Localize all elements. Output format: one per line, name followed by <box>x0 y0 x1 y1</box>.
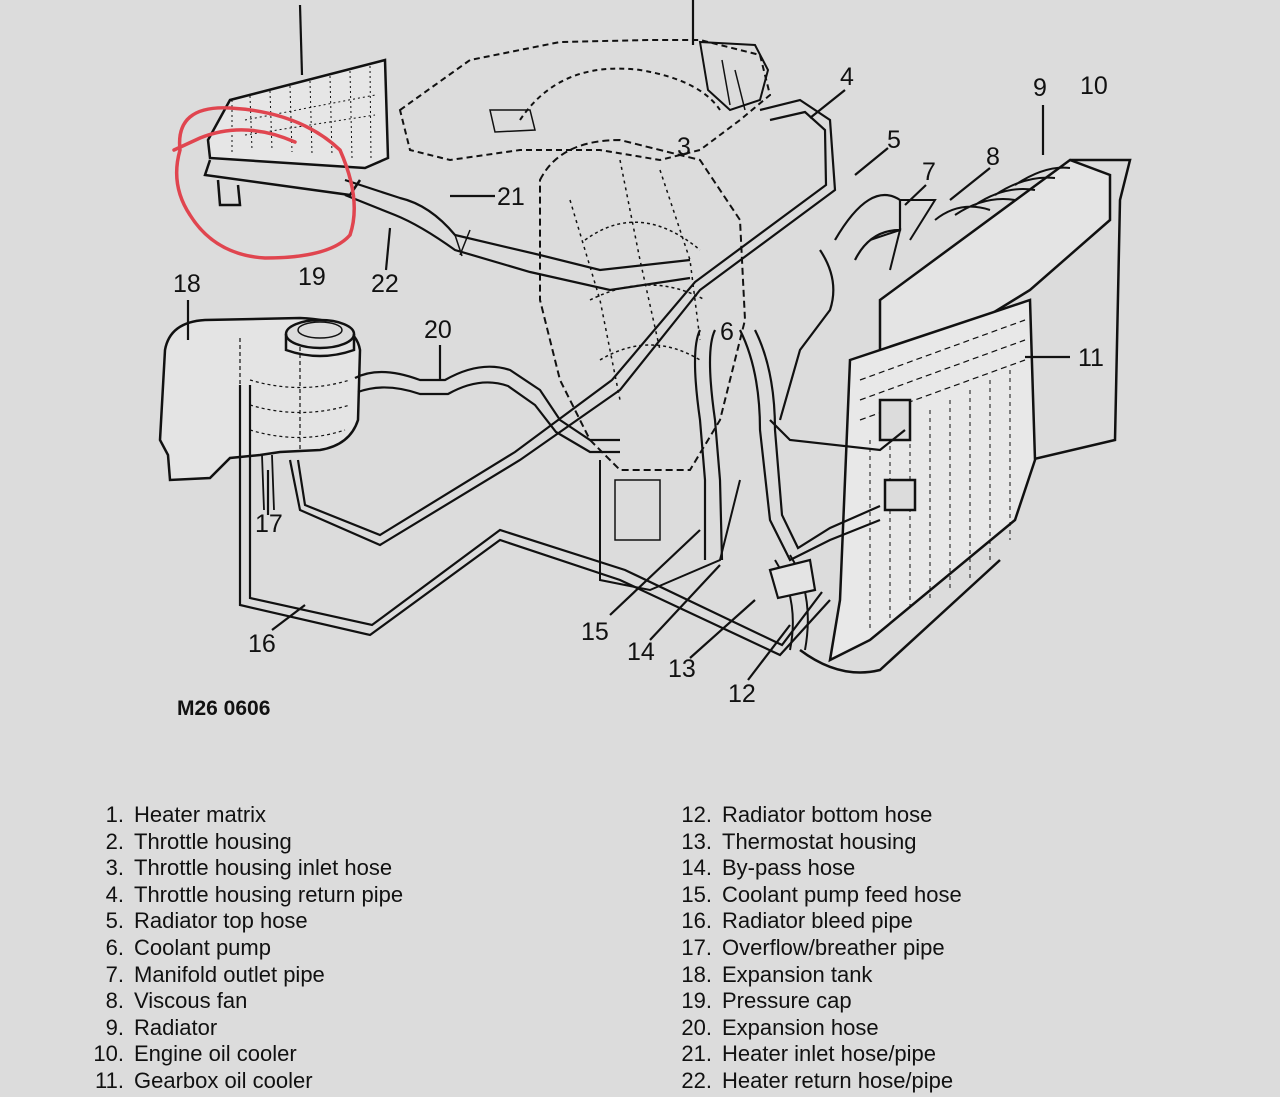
legend-item: 8. Viscous fan <box>90 988 403 1015</box>
legend-item-number: 10. <box>93 1041 124 1067</box>
legend-item-number: 18. <box>681 961 712 987</box>
legend-item: 2. Throttle housing <box>90 829 403 856</box>
legend-item-label: Viscous fan <box>134 988 248 1014</box>
legend-item-label: Heater return hose/pipe <box>722 1067 954 1093</box>
legend-item-number: 4. <box>105 881 124 907</box>
legend-item-label: Radiator bleed pipe <box>722 908 913 934</box>
legend-item-number: 16. <box>681 908 712 934</box>
legend-item-label: By-pass hose <box>722 855 856 881</box>
callout-3: 3 <box>677 133 691 161</box>
legend-item-label: Throttle housing <box>134 828 292 854</box>
legend-item-label: Heater inlet hose/pipe <box>722 1041 937 1067</box>
legend-item: 14. By-pass hose <box>676 855 962 882</box>
legend-item-number: 5. <box>105 908 124 934</box>
legend-item: 10. Engine oil cooler <box>90 1041 403 1068</box>
legend-right-column: 12. Radiator bottom hose 13. Thermostat hou… <box>676 802 962 1095</box>
legend-item-label: Overflow/breather pipe <box>722 934 945 960</box>
legend-item-number: 8. <box>105 988 124 1014</box>
callout-6: 6 <box>720 318 734 346</box>
legend-item: 20. Expansion hose <box>676 1015 962 1042</box>
legend-item-label: Throttle housing inlet hose <box>134 855 393 881</box>
legend-item-label: Thermostat housing <box>722 828 917 854</box>
legend-item-number: 21. <box>681 1041 712 1067</box>
legend-item-label: Radiator <box>134 1014 218 1040</box>
radiator-drawing <box>799 158 1132 674</box>
callout-15: 15 <box>581 618 609 646</box>
callout-18: 18 <box>173 270 201 298</box>
legend-item-number: 6. <box>105 934 124 960</box>
legend-item: 16. Radiator bleed pipe <box>676 908 962 935</box>
legend-item-number: 15. <box>681 881 712 907</box>
legend-item-label: Expansion hose <box>722 1014 879 1040</box>
callout-12: 12 <box>728 680 756 708</box>
legend-item-label: Gearbox oil cooler <box>134 1067 313 1093</box>
annotation-circle <box>172 106 356 260</box>
legend-item-label: Manifold outlet pipe <box>134 961 325 987</box>
cooling-system-diagram: 3 4 5 6 7 8 9 10 11 12 13 14 15 16 17 18… <box>158 0 1132 720</box>
heater-matrix-drawing <box>203 58 390 207</box>
legend-item-number: 17. <box>681 934 712 960</box>
callout-22: 22 <box>371 270 399 298</box>
legend-item: 17. Overflow/breather pipe <box>676 935 962 962</box>
callout-20: 20 <box>424 316 452 344</box>
legend-item-number: 11. <box>95 1067 124 1093</box>
legend-item-label: Radiator bottom hose <box>722 802 933 827</box>
legend-item: 4. Throttle housing return pipe <box>90 882 403 909</box>
legend-item-number: 2. <box>105 828 124 854</box>
legend-item: 15. Coolant pump feed hose <box>676 881 962 909</box>
legend-item: 19. Pressure cap <box>676 988 962 1015</box>
callout-labels: 3 4 5 6 7 8 9 10 11 12 13 14 15 16 17 18… <box>173 63 1108 708</box>
legend-item-number: 14. <box>681 855 712 881</box>
callout-10: 10 <box>1080 72 1108 100</box>
legend-item-label: Coolant pump feed hose <box>722 881 962 907</box>
engine-drawing <box>398 39 772 592</box>
legend-item: 5. Radiator top hose <box>90 908 403 935</box>
callout-19: 19 <box>298 263 326 291</box>
legend-item-label: Expansion tank <box>722 961 873 987</box>
legend-item-label: Heater matrix <box>134 802 267 827</box>
legend-item: 18. Expansion tank <box>676 962 962 989</box>
legend-item-number: 20. <box>681 1014 712 1040</box>
legend-item-number: 22. <box>681 1067 712 1093</box>
callout-8: 8 <box>986 143 1000 171</box>
legend-item-number: 3. <box>105 855 124 881</box>
legend-item-number: 19. <box>681 988 712 1014</box>
legend-item: 21. Heater inlet hose/pipe <box>676 1041 962 1068</box>
callout-9: 9 <box>1033 74 1047 102</box>
callout-21: 21 <box>497 183 525 211</box>
figure-code: M26 0606 <box>177 697 270 720</box>
legend-item-label: Engine oil cooler <box>134 1041 297 1067</box>
callout-7: 7 <box>922 158 936 186</box>
legend-item-label: Throttle housing return pipe <box>134 881 404 907</box>
legend-item-label: Radiator top hose <box>134 908 308 934</box>
legend-item: 7. Manifold outlet pipe <box>90 962 403 989</box>
legend-item: 3. Throttle housing inlet hose <box>90 855 403 882</box>
legend-item-number: 7. <box>105 961 124 987</box>
legend-item-number: 12. <box>681 802 712 827</box>
legend-item-label: Pressure cap <box>722 988 852 1014</box>
expansion-tank-drawing <box>158 316 362 482</box>
hoses-and-pipes <box>238 98 906 657</box>
legend-item: 22. Heater return hose/pipe <box>676 1068 962 1095</box>
callout-14: 14 <box>627 638 655 666</box>
callout-17: 17 <box>255 510 283 538</box>
callout-5: 5 <box>887 126 901 154</box>
legend-item: 11. Gearbox oil cooler <box>90 1068 403 1095</box>
legend-item-number: 13. <box>681 828 712 854</box>
legend-item: 1. Heater matrix <box>90 802 403 829</box>
callout-16: 16 <box>248 630 276 658</box>
callout-11: 11 <box>1078 344 1104 372</box>
legend-item-label: Coolant pump <box>134 934 271 960</box>
legend-left-column: 1. Heater matrix 2. Throttle housing 3. Throt… <box>90 802 403 1095</box>
legend-item-number: 9. <box>105 1014 124 1040</box>
legend-item: 12. Radiator bottom hose <box>676 802 962 829</box>
legend-item-number: 1. <box>105 802 124 827</box>
leader-lines <box>186 0 1070 681</box>
legend-item: 13. Thermostat housing <box>676 829 962 856</box>
legend-item: 6. Coolant pump <box>90 935 403 962</box>
callout-13: 13 <box>668 655 696 683</box>
legend-item: 9. Radiator <box>90 1015 403 1042</box>
callout-4: 4 <box>840 63 854 91</box>
